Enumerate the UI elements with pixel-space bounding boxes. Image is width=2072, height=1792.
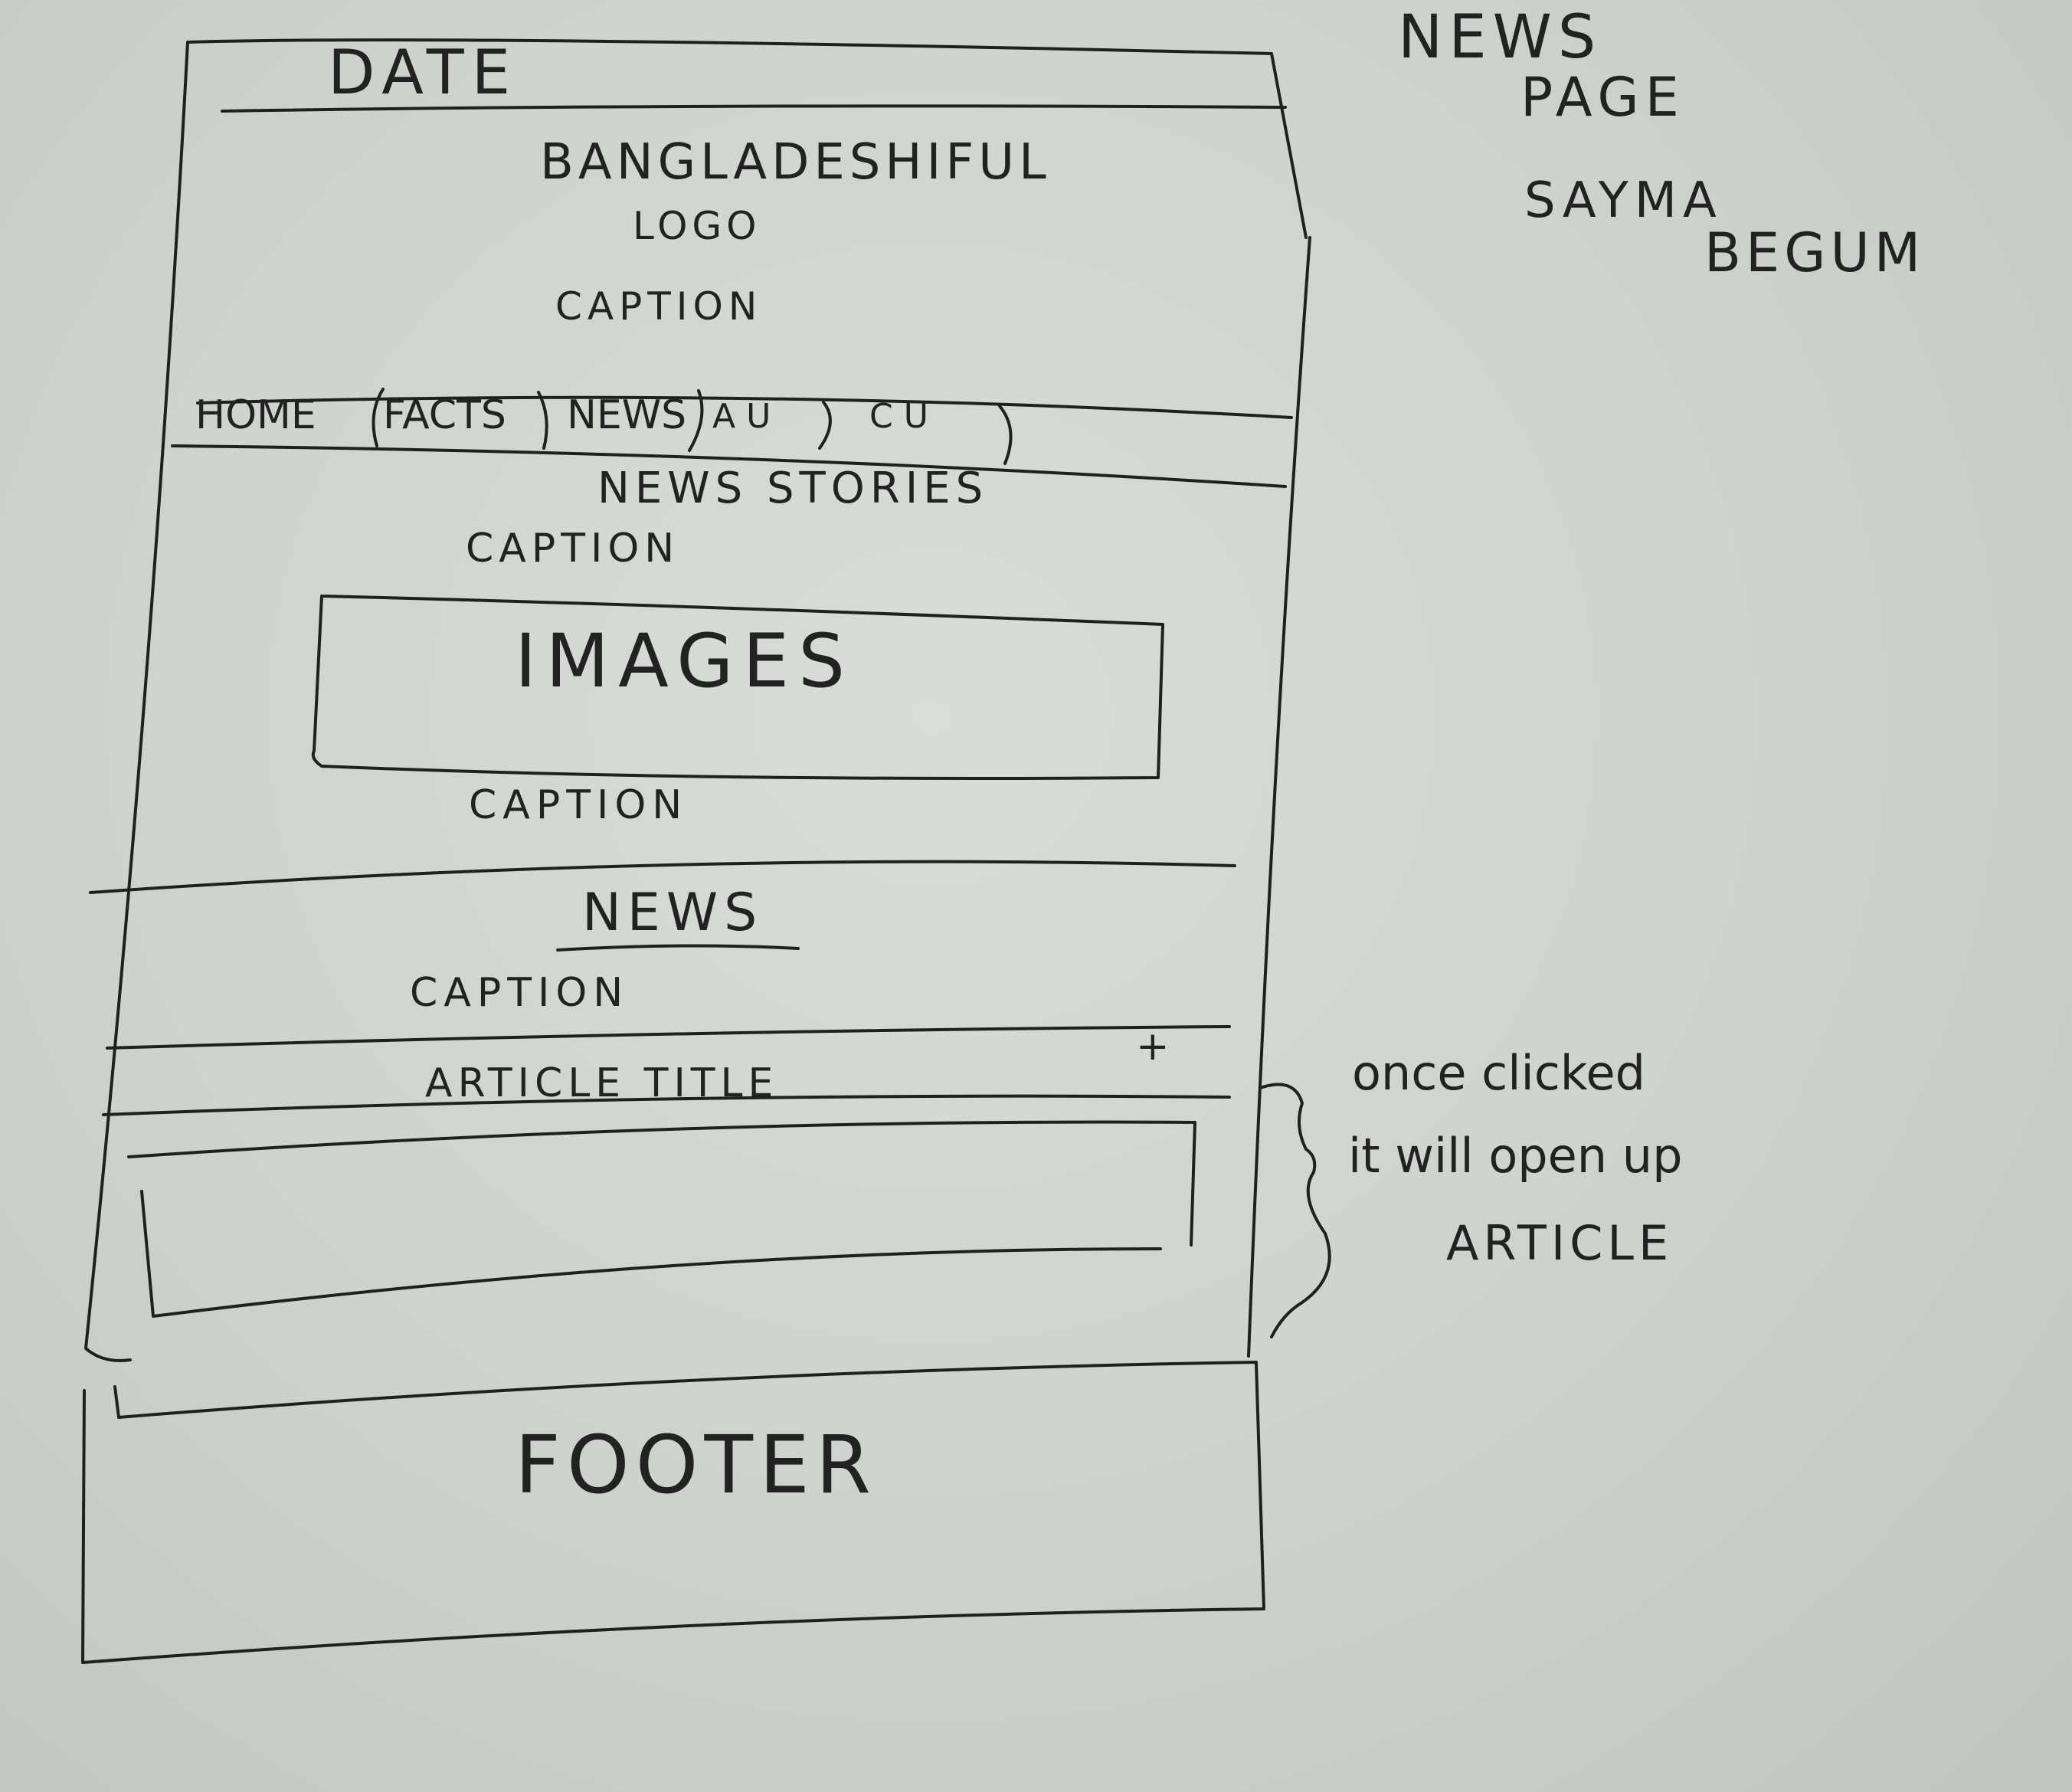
nav-item-contact-us[interactable]: C U: [869, 397, 928, 436]
side-title-line2: PAGE: [1520, 66, 1685, 129]
nav-item-facts[interactable]: FACTS: [383, 392, 506, 438]
author-last-name: BEGUM: [1704, 221, 1926, 284]
news-caption: CAPTION: [410, 970, 630, 1016]
page-frame: [84, 38, 1311, 1362]
nav-separator: [998, 405, 1013, 465]
brand-title: BANGLADESHIFUL: [540, 134, 1051, 191]
news-underline: [556, 944, 800, 952]
article-top-line: [106, 1025, 1231, 1050]
news-stories-heading: NEWS STORIES: [597, 464, 989, 513]
side-title-line1: NEWS: [1398, 3, 1602, 72]
expand-icon[interactable]: +: [1136, 1024, 1170, 1070]
logo-placeholder: LOGO: [633, 204, 761, 248]
stories-caption-top: CAPTION: [466, 526, 680, 572]
article-title[interactable]: ARTICLE TITLE: [425, 1060, 779, 1106]
images-placeholder: IMAGES: [515, 618, 855, 704]
header-caption: CAPTION: [555, 284, 763, 329]
annotation-line2: it will open up: [1348, 1128, 1683, 1184]
nav-top-line: [196, 395, 1293, 419]
nav-item-news[interactable]: NEWS: [567, 392, 687, 438]
news-heading: NEWS: [582, 883, 764, 943]
article-bottom-line: [102, 1094, 1231, 1116]
article-box: [127, 1120, 1196, 1318]
nav-separator: [537, 391, 548, 450]
nav-separator: [688, 389, 704, 452]
nav-item-home[interactable]: HOME: [195, 392, 316, 438]
annotation-line3: ARTICLE: [1446, 1215, 1674, 1271]
annotation-line1: once clicked: [1352, 1045, 1645, 1101]
author-first-name: SAYMA: [1524, 172, 1723, 229]
date-label: DATE: [328, 37, 519, 108]
nav-bottom-line: [171, 444, 1287, 488]
footer-label: FOOTER: [515, 1418, 878, 1512]
nav-item-about-us[interactable]: A U: [712, 397, 771, 436]
stories-caption-bottom: CAPTION: [469, 782, 689, 828]
image-box: [311, 595, 1164, 780]
footer-frame: [81, 1361, 1265, 1664]
date-divider: [221, 104, 1287, 113]
news-divider: [89, 860, 1236, 894]
brace: [1259, 1083, 1331, 1338]
nav-separator: [372, 388, 385, 447]
nav-separator: [818, 401, 832, 450]
